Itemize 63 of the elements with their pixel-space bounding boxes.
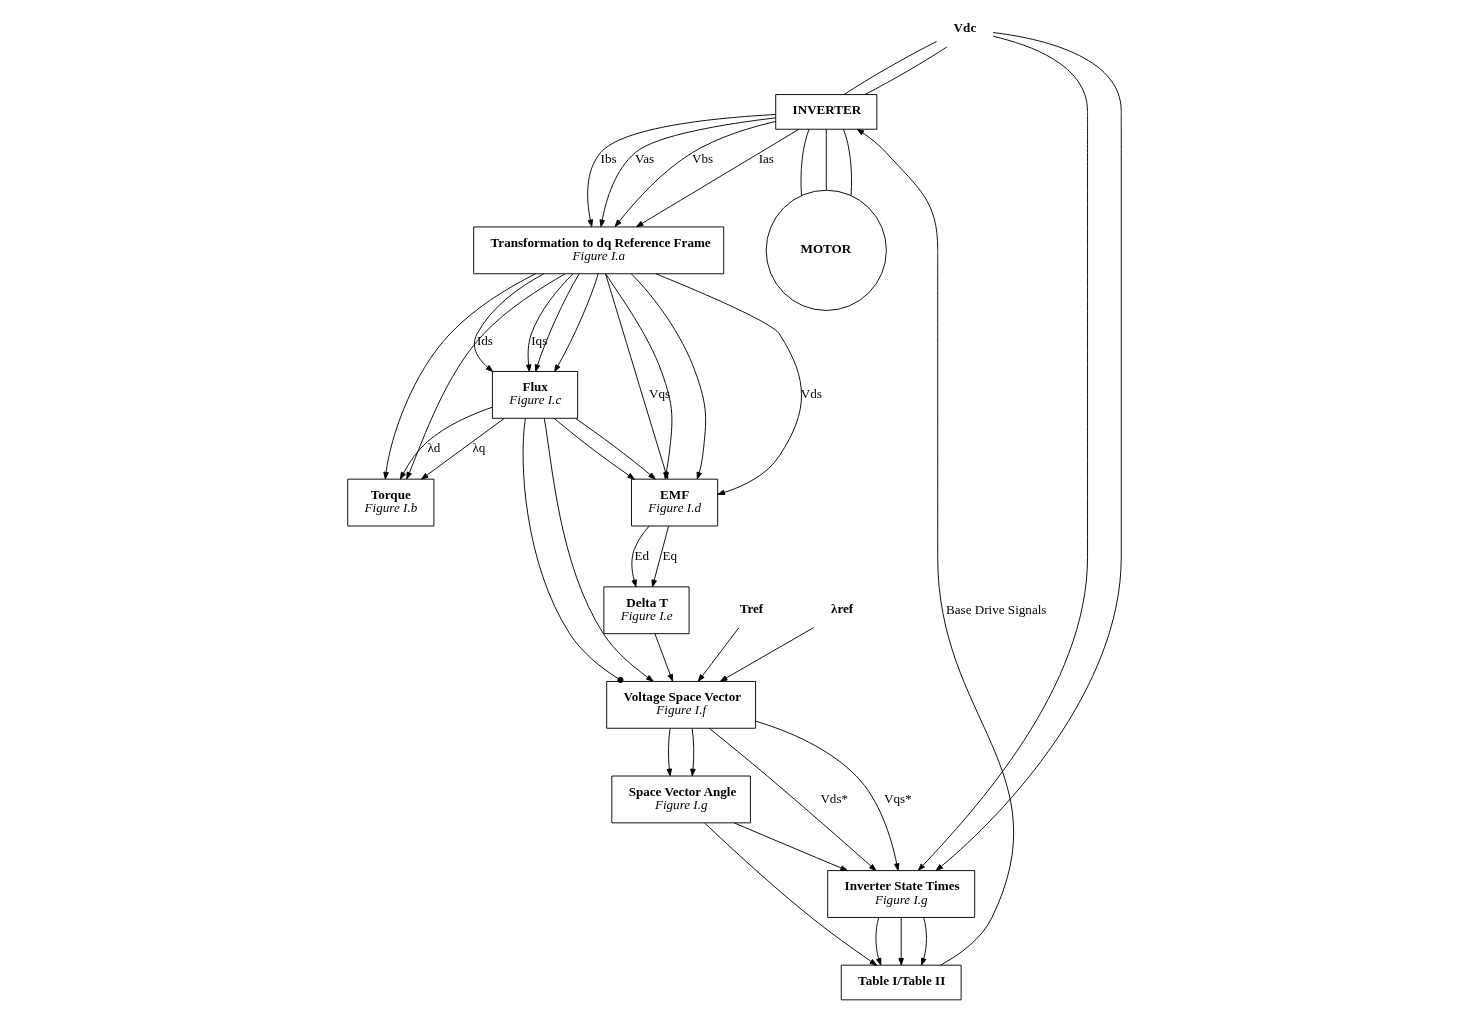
arrow <box>654 633 673 682</box>
node-box: Inverter State Times Figure I.g <box>826 870 975 918</box>
edge-label: Base Drive Signals <box>945 601 1046 617</box>
arrow <box>553 273 599 372</box>
node-box: Voltage Space Vector Figure I.f <box>605 680 756 729</box>
arrow <box>553 418 635 480</box>
arrow <box>754 720 899 871</box>
node-box: Table I/Table II <box>840 964 962 1001</box>
node-box: Flux Figure I.c <box>491 371 578 419</box>
arrow <box>635 128 799 228</box>
arrow <box>420 418 505 480</box>
node-text: Tref <box>739 600 763 616</box>
edge-label: Eq <box>662 547 677 563</box>
arrow <box>399 406 493 480</box>
node-box: Space Vector Angle Figure I.g <box>610 775 751 824</box>
edge-label: Vas <box>634 151 654 167</box>
arrow <box>382 273 536 480</box>
arrow <box>708 727 876 872</box>
node-box: Delta T Figure I.e <box>602 586 690 635</box>
connector <box>842 128 852 196</box>
edge-label: Ibs <box>600 151 617 167</box>
connector <box>843 41 937 96</box>
node-box: INVERTER <box>774 94 877 130</box>
node-box: EMF Figure I.d <box>630 478 718 527</box>
connector <box>864 46 947 95</box>
arrow <box>874 917 881 966</box>
arrow <box>574 418 656 480</box>
arrow <box>689 728 696 777</box>
edge-label: Ed <box>634 547 649 563</box>
arrow <box>534 273 580 372</box>
arrow <box>654 273 802 496</box>
edge-label: λd <box>426 440 440 456</box>
arrow <box>703 822 877 966</box>
edge-label: Vbs <box>691 151 713 167</box>
connector <box>825 128 827 191</box>
arrow <box>543 417 654 682</box>
edge-label: λq <box>471 440 485 456</box>
node-text: λref <box>830 600 853 616</box>
arrow <box>897 917 904 966</box>
node-text: Vdc <box>953 20 976 36</box>
arrow <box>651 525 669 588</box>
arrow <box>733 822 848 872</box>
arrow <box>697 627 739 682</box>
node-circle: MOTOR <box>765 189 887 311</box>
node-box: Transformation to dq Reference Frame Figure I.a <box>472 226 724 275</box>
node-box: Torque Figure I.b <box>346 478 434 527</box>
connector <box>800 128 810 196</box>
arrow <box>917 35 1088 871</box>
connector <box>522 417 623 684</box>
arrow <box>920 917 927 966</box>
edge-label: Ias <box>758 151 774 167</box>
edge-label: Vds* <box>819 790 848 806</box>
arrow <box>525 273 573 372</box>
arrow <box>666 728 672 777</box>
arrow <box>719 627 814 682</box>
edge-label: Vqs* <box>883 790 912 806</box>
arrow <box>935 32 1122 871</box>
edge-label: Ids <box>476 332 493 348</box>
edge-label: Iqs <box>530 332 547 348</box>
arrow <box>856 128 1014 966</box>
arrow <box>630 525 650 588</box>
arrow <box>405 273 565 480</box>
arrow <box>473 273 544 372</box>
